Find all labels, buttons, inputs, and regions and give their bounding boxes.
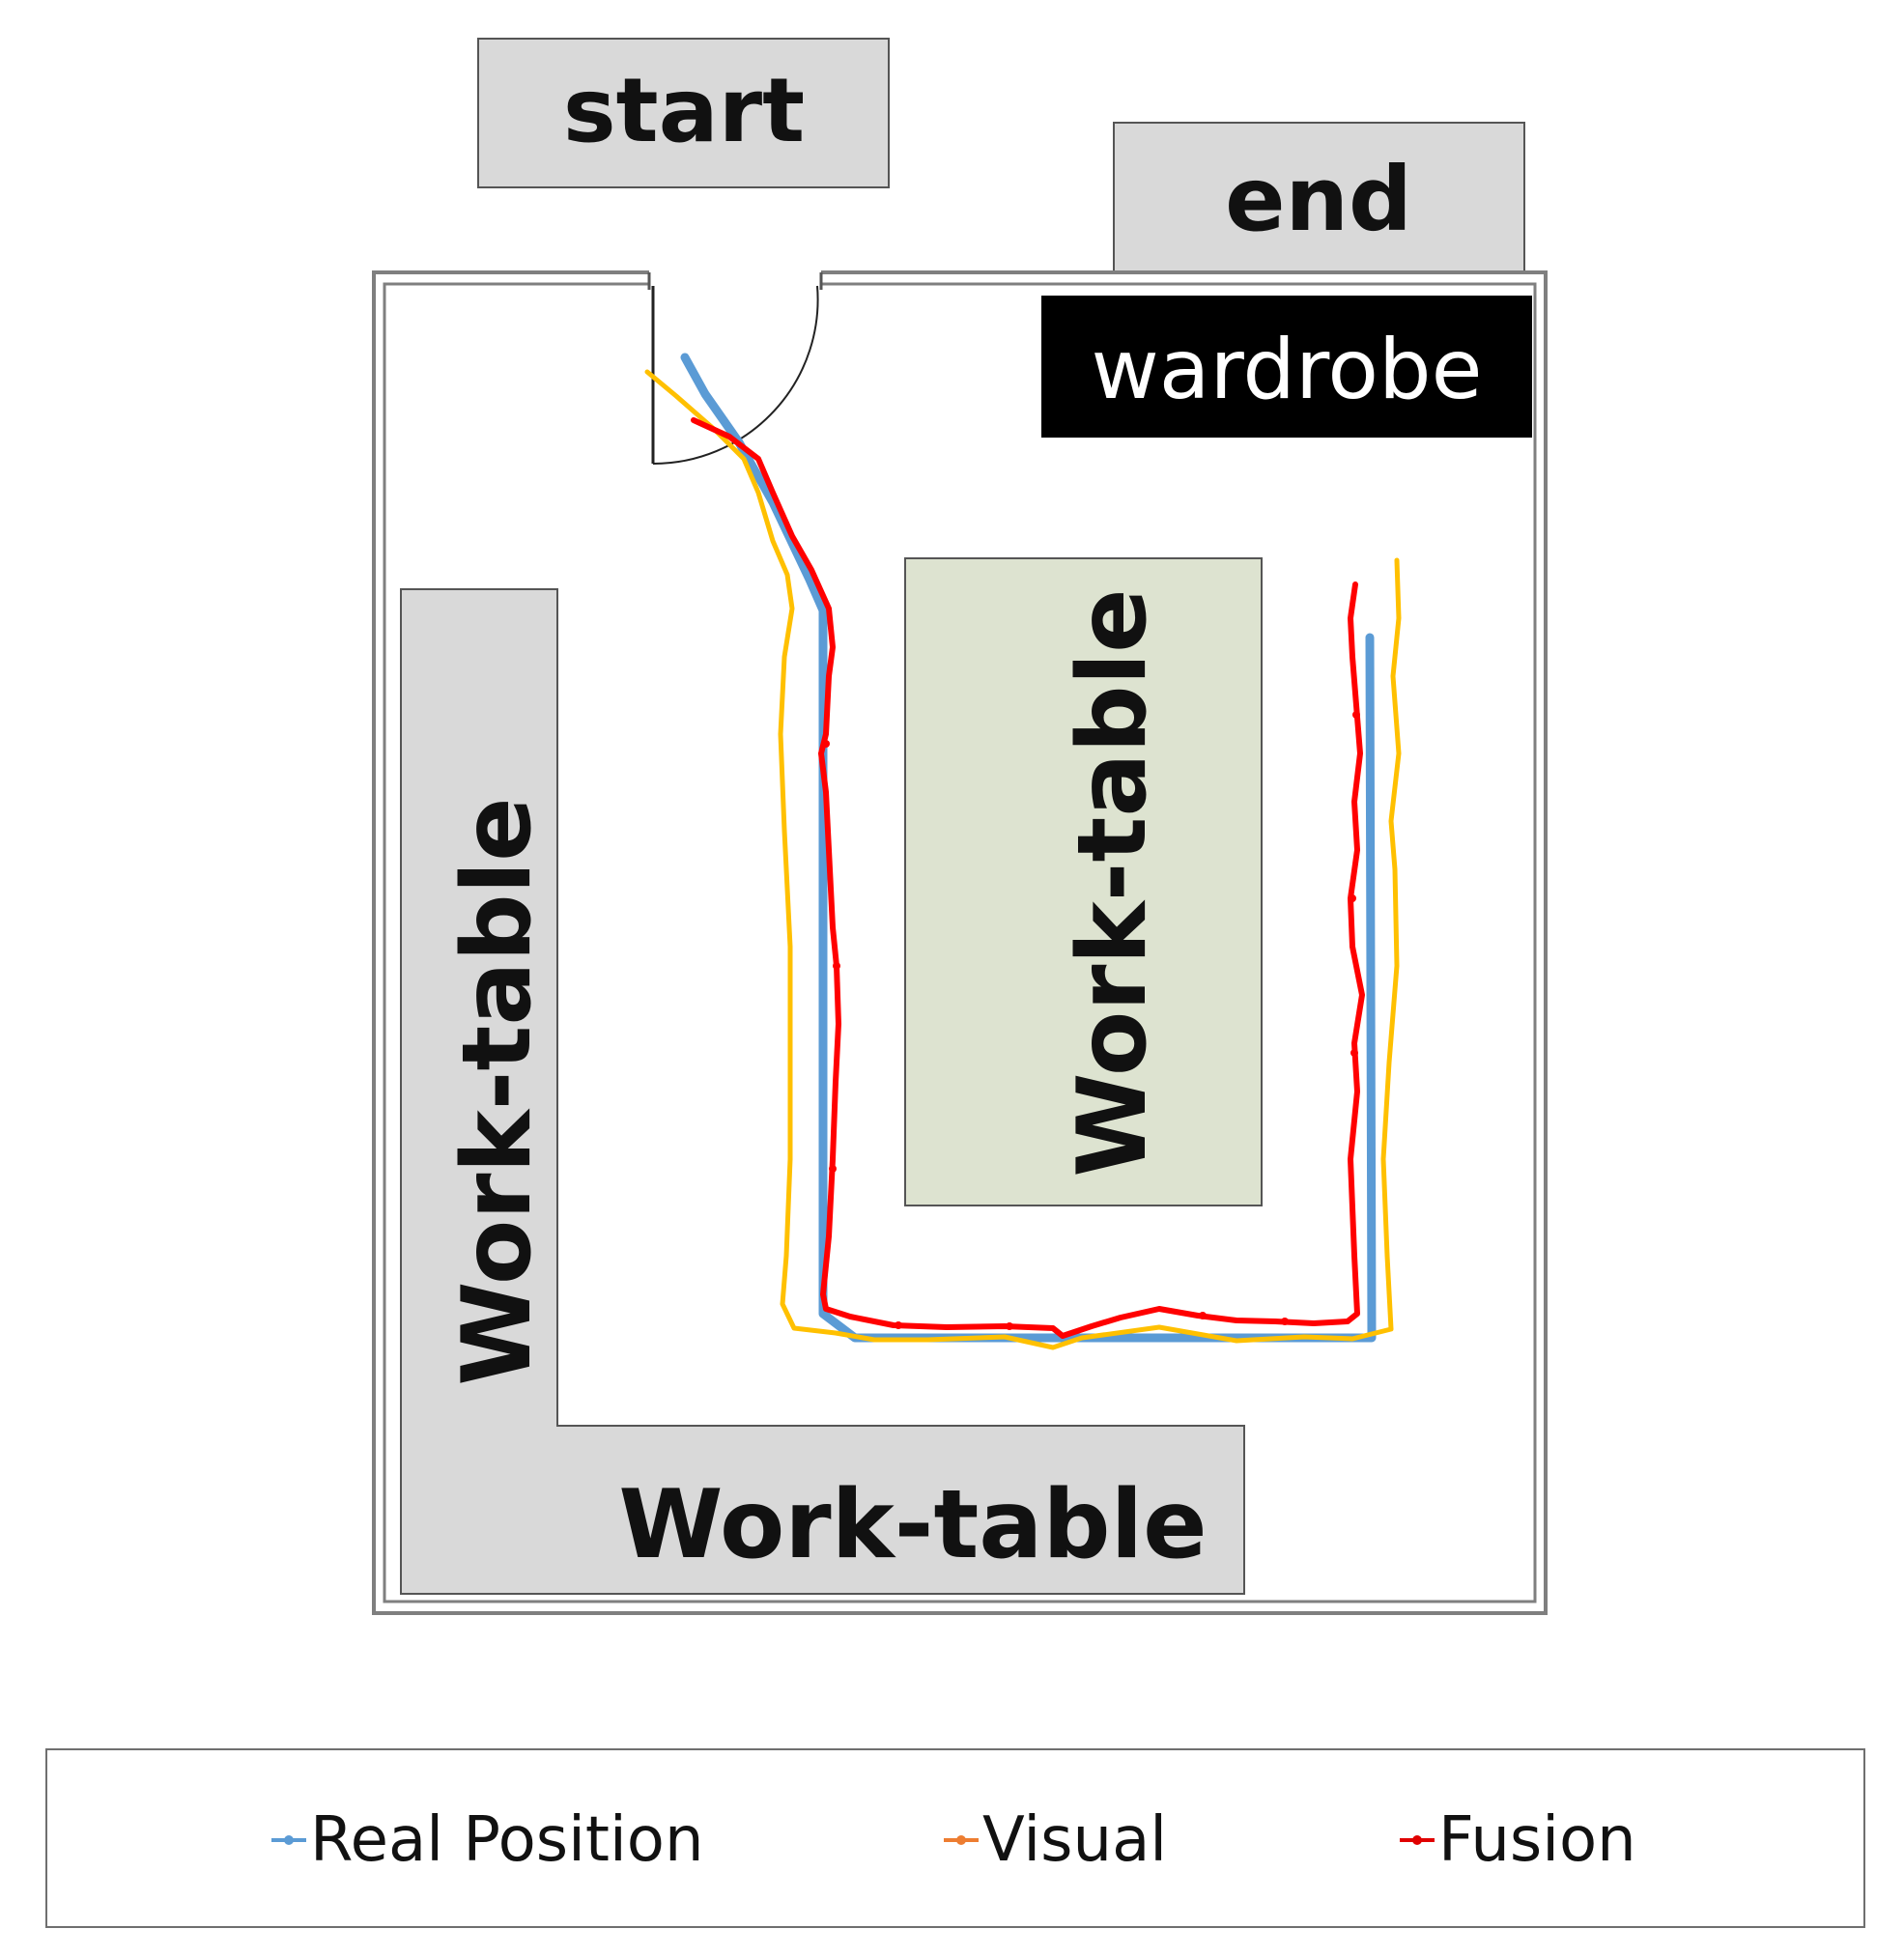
fusion-marker	[1352, 711, 1360, 719]
wardrobe-box	[1041, 296, 1532, 438]
end-box	[1113, 122, 1525, 272]
fusion-marker	[1006, 1322, 1013, 1330]
visual-swatch-icon	[944, 1830, 979, 1850]
wardrobe-label: wardrobe	[1091, 322, 1482, 418]
real-position-path	[680, 353, 1377, 1343]
legend-label-fusion: Fusion	[1438, 1804, 1636, 1876]
real-position-swatch-icon	[271, 1830, 306, 1850]
work-table-center-label: Work-table	[1058, 588, 1168, 1177]
legend-item-visual: Visual	[944, 1804, 1168, 1876]
fusion-marker	[1349, 894, 1356, 902]
work-table-center	[904, 557, 1263, 1206]
visual-path	[644, 369, 1402, 1350]
fusion-marker	[1199, 1312, 1207, 1319]
fusion-markers	[822, 711, 1360, 1330]
end-label: end	[1225, 148, 1412, 251]
work-table-left-label: Work-table	[442, 797, 553, 1385]
work-table-l-shape	[400, 588, 1245, 1595]
fusion-path	[691, 417, 1365, 1339]
fusion-marker	[822, 740, 830, 748]
legend-label-real-position: Real Position	[310, 1804, 704, 1876]
legend-item-real-position: Real Position	[271, 1804, 704, 1876]
fusion-marker	[829, 1165, 837, 1173]
start-label: start	[563, 59, 805, 162]
legend: Real Position Visual Fusion	[45, 1748, 1865, 1928]
door-gap	[649, 269, 821, 290]
legend-label-visual: Visual	[982, 1804, 1168, 1876]
legend-item-fusion: Fusion	[1400, 1804, 1636, 1876]
fusion-marker	[1350, 1049, 1358, 1057]
fusion-marker	[1281, 1318, 1289, 1325]
work-table-bottom-label: Work-table	[618, 1470, 1207, 1580]
door-swing-arc	[652, 285, 819, 466]
start-box	[477, 38, 890, 188]
fusion-marker	[833, 962, 840, 970]
fusion-swatch-icon	[1400, 1830, 1435, 1850]
fusion-marker	[895, 1321, 902, 1329]
room-inner-wall	[383, 282, 1537, 1603]
